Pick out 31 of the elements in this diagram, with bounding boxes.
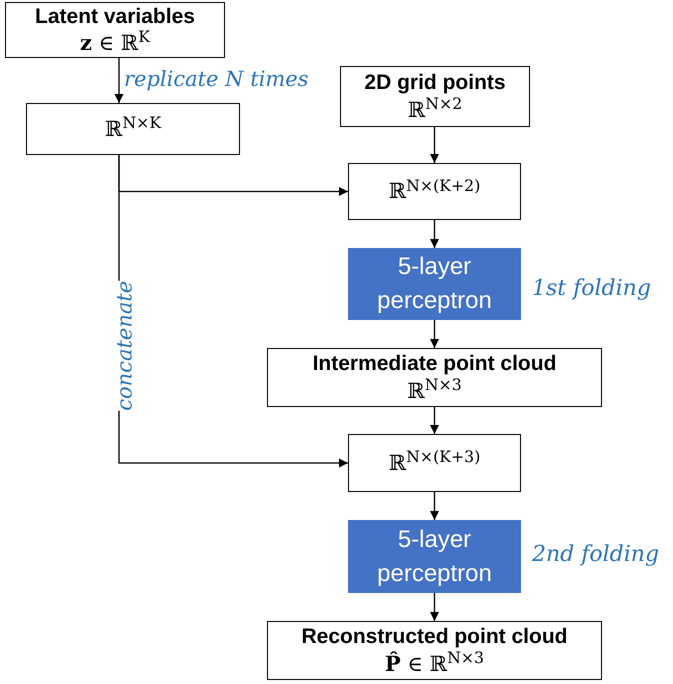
arrow xyxy=(114,58,124,103)
math-expression: z ∈ ℝ$^{K}$ xyxy=(80,30,150,56)
box-title: Latent variables xyxy=(35,4,195,30)
process-box xyxy=(340,66,530,127)
process-box xyxy=(348,163,521,220)
process-box xyxy=(5,2,225,58)
arrow xyxy=(430,127,440,163)
arrow xyxy=(430,220,440,248)
math-expression: ℝ$^{N×K}$ xyxy=(104,116,162,142)
box-label: 5-layer perceptron xyxy=(376,252,493,316)
box-title: Reconstructed point cloud xyxy=(301,624,568,650)
process-box xyxy=(26,103,240,155)
box-title: 2D grid points xyxy=(364,70,506,96)
arrow xyxy=(430,593,440,621)
math-expression: P̂ ∈ ℝ$^{N×3}$ xyxy=(384,650,484,677)
process-box xyxy=(267,621,602,680)
process-box xyxy=(267,348,602,407)
perceptron-box xyxy=(348,248,521,320)
math-expression: ℝ$^{N×2}$ xyxy=(408,96,462,123)
perceptron-box xyxy=(348,520,521,593)
math-expression: ℝ$^{N×3}$ xyxy=(407,378,462,404)
step-annotation: 2nd folding xyxy=(532,541,660,569)
step-annotation: 1st folding xyxy=(532,275,651,303)
arrow xyxy=(430,320,440,348)
process-box xyxy=(348,434,521,492)
arrow xyxy=(430,407,440,434)
box-label: 5-layer perceptron xyxy=(376,524,493,588)
box-title: Intermediate point cloud xyxy=(312,351,556,378)
arrow xyxy=(430,492,440,520)
math-expression: ℝ$^{N×(K+2)}$ xyxy=(388,178,480,205)
math-expression: ℝ$^{N×(K+3)}$ xyxy=(388,450,480,476)
